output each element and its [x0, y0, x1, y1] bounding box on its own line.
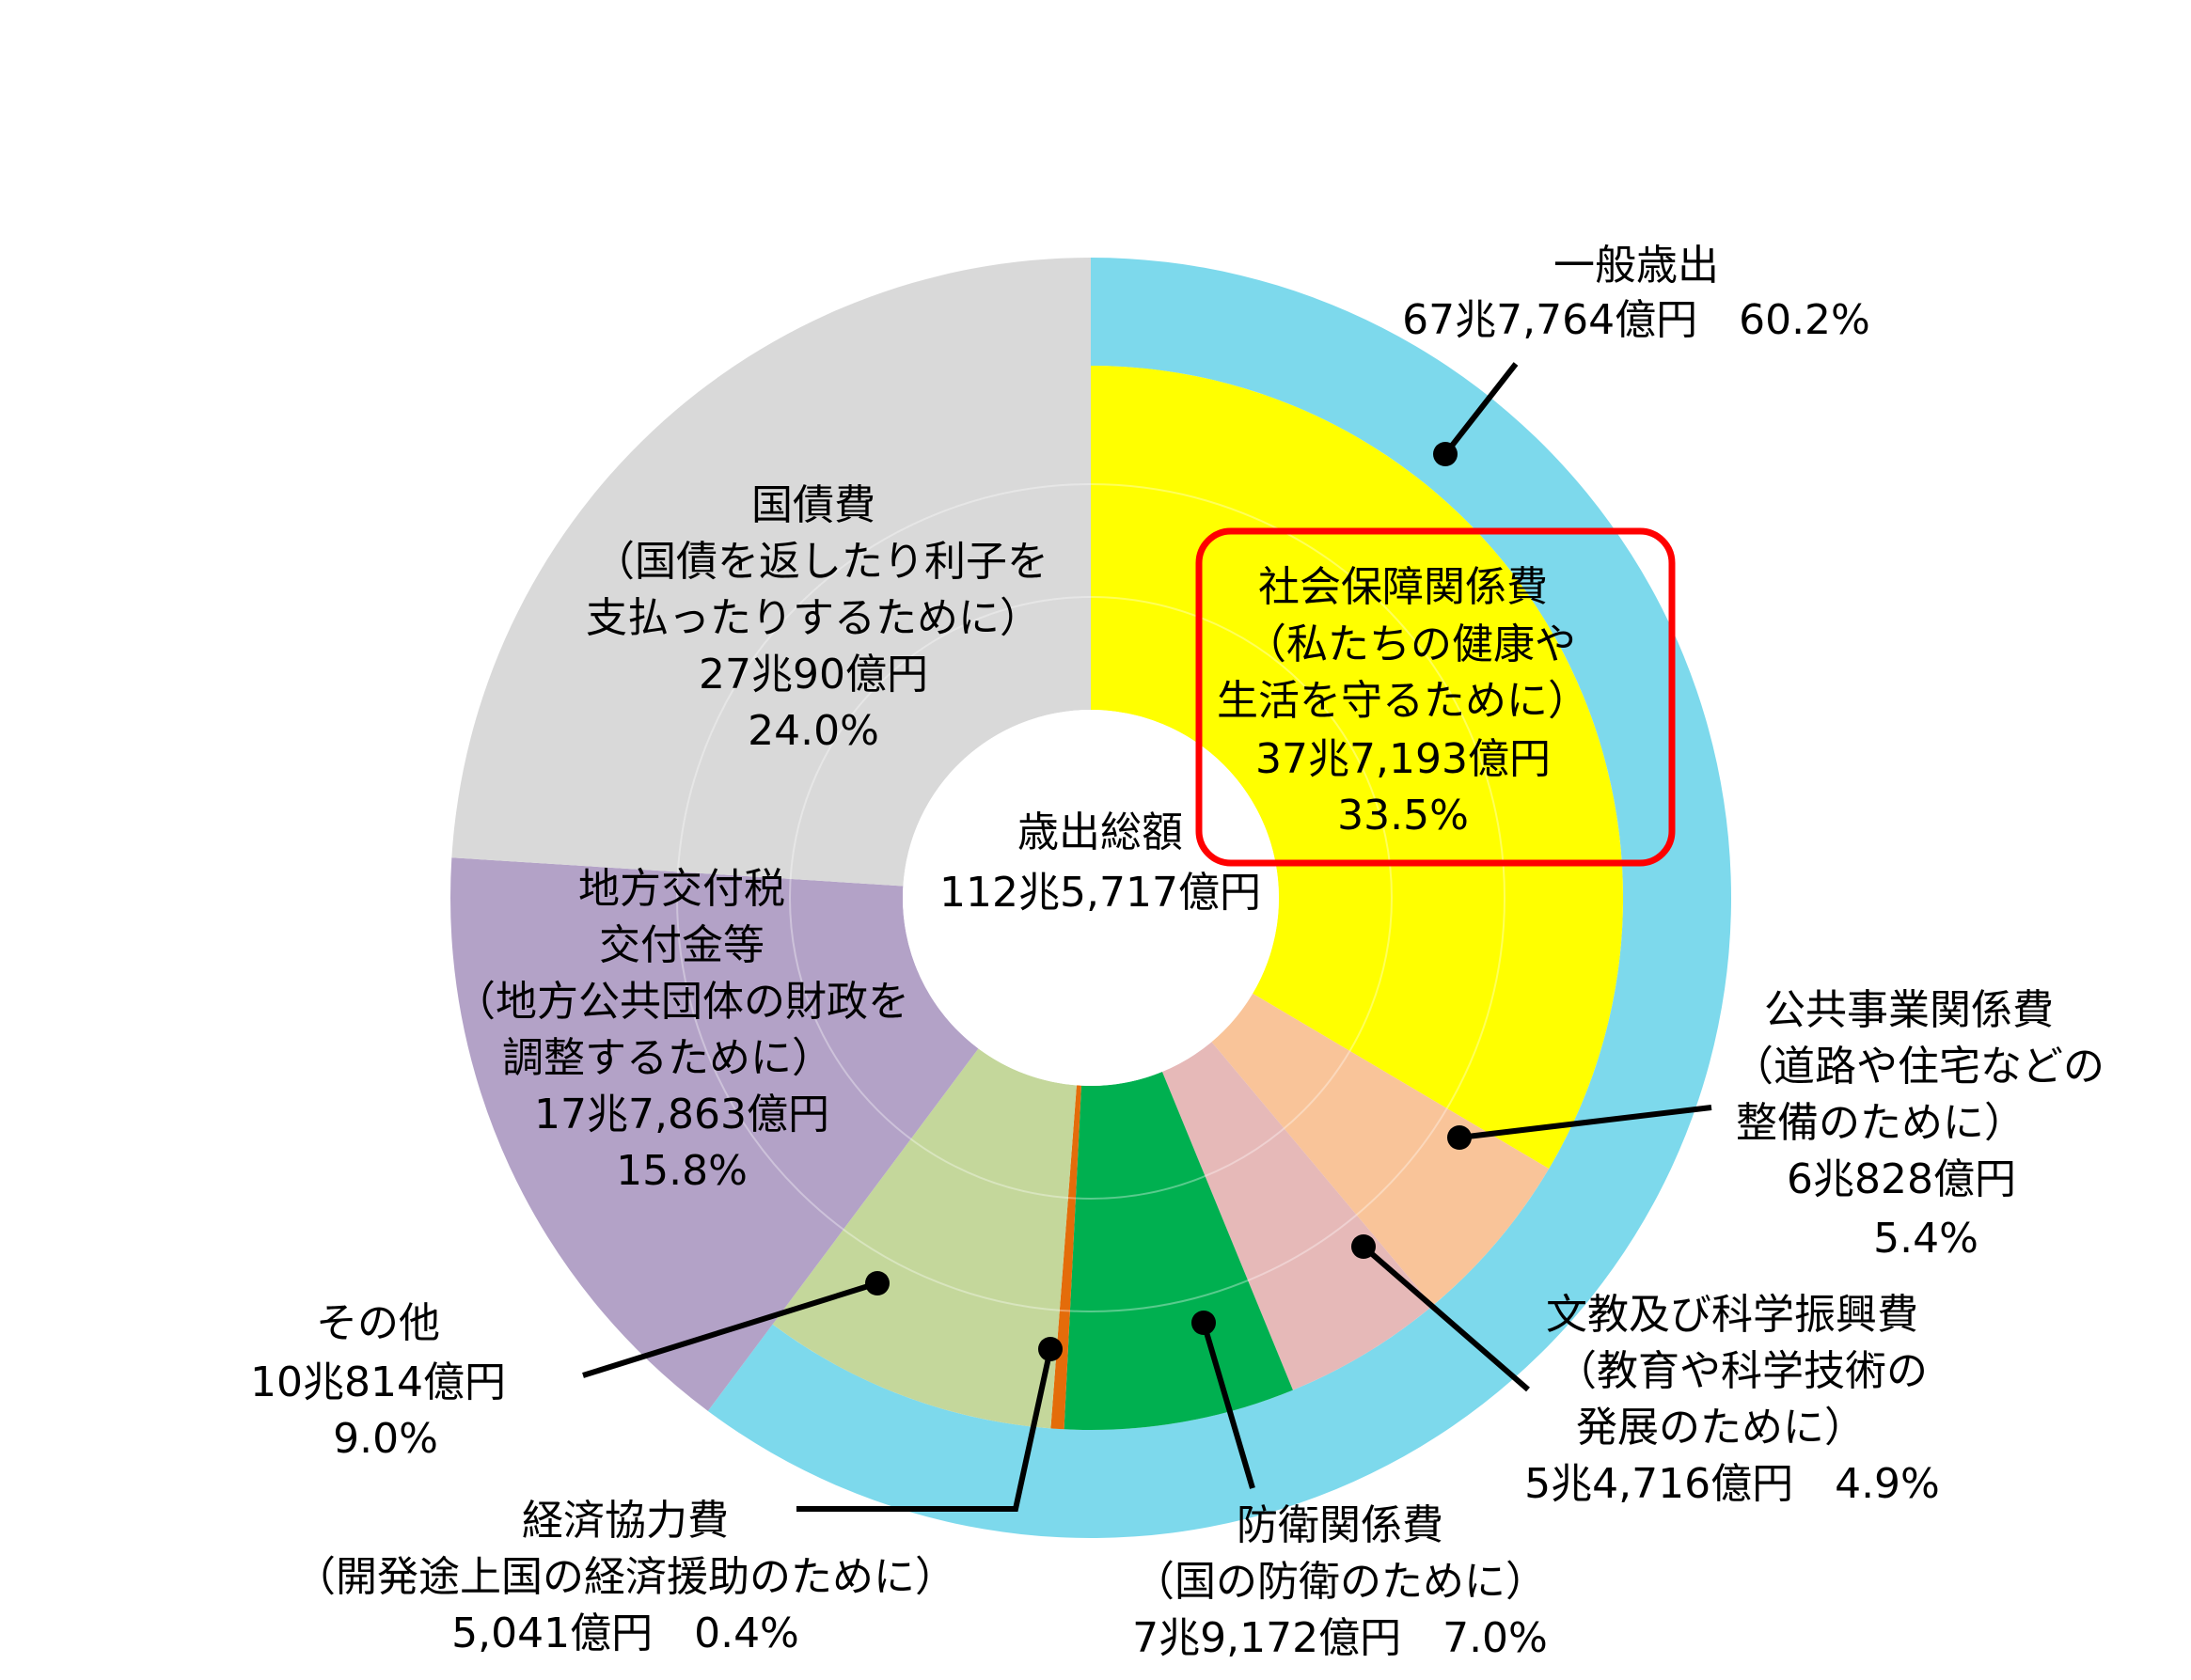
svg-text:（国債を返したり利子を: （国債を返したり利子を	[593, 538, 1048, 586]
label-other: その他 10兆814億円 9.0%	[250, 1299, 506, 1463]
center-title: 歳出総額	[1017, 809, 1183, 856]
slice-3	[1064, 1072, 1293, 1431]
leader-general	[1442, 362, 1519, 456]
slices	[450, 258, 1732, 1538]
svg-text:生活を守るために）: 生活を守るために）	[1217, 677, 1589, 725]
leader-education	[1362, 1244, 1530, 1392]
center-total: 112兆5,717億円	[939, 869, 1261, 917]
svg-text:文教及び科学振興費: 文教及び科学振興費	[1546, 1291, 1918, 1339]
label-defense: 防衛関係費 （国の防衛のために） 7兆9,172億円 7.0%	[1132, 1501, 1548, 1662]
slice-2	[1161, 1042, 1433, 1390]
svg-text:（私たちの健康や: （私たちの健康や	[1245, 620, 1576, 668]
svg-text:一般歳出: 一般歳出	[1553, 242, 1719, 290]
leader-other	[582, 1280, 878, 1378]
svg-text:整備のために）: 整備のために）	[1736, 1099, 2025, 1147]
guide-circle	[676, 483, 1505, 1312]
leader-dot	[1351, 1234, 1376, 1259]
svg-text:交付金等: 交付金等	[599, 921, 764, 969]
leader-econ-coop	[796, 1348, 1053, 1512]
svg-text:発展のために）: 発展のために）	[1576, 1404, 1866, 1452]
center-hole	[903, 710, 1279, 1086]
svg-text:17兆7,863億円: 17兆7,863億円	[534, 1091, 829, 1138]
leader-public-works	[1458, 1105, 1712, 1140]
leader-dot	[865, 1271, 890, 1295]
svg-text:支払ったりするために）: 支払ったりするために）	[586, 594, 1041, 642]
leader-defense	[1201, 1322, 1255, 1489]
slice-5	[772, 1048, 1077, 1429]
svg-text:（道路や住宅などの: （道路や住宅などの	[1732, 1043, 2104, 1091]
slice-1	[1211, 993, 1550, 1306]
labels: 一般歳出 67兆7,764億円 60.2% 社会保障関係費 （私たちの健康や 生…	[250, 242, 2104, 1662]
label-education-science: 文教及び科学振興費 （教育や科学技術の 発展のために） 5兆4,716億円 4.…	[1524, 1291, 1940, 1508]
svg-text:24.0%: 24.0%	[748, 707, 879, 755]
label-general-expenditure: 一般歳出 67兆7,764億円 60.2%	[1402, 242, 1870, 344]
svg-text:経済協力費: 経済協力費	[522, 1497, 729, 1545]
svg-text:国債費: 国債費	[751, 481, 875, 529]
svg-text:公共事業関係費: 公共事業関係費	[1764, 986, 2054, 1034]
svg-text:27兆90億円: 27兆90億円	[699, 651, 928, 699]
svg-text:（開発途上国の経済援助のために）: （開発途上国の経済援助のために）	[294, 1553, 956, 1601]
svg-text:地方交付税: 地方交付税	[578, 865, 785, 913]
leader-dot	[1433, 442, 1458, 466]
label-public-works: 公共事業関係費 （道路や住宅などの 整備のために） 6兆828億円 5.4%	[1732, 986, 2104, 1263]
slice-6	[450, 857, 979, 1411]
svg-text:5,041億円 0.4%: 5,041億円 0.4%	[451, 1609, 799, 1657]
leader-dot	[1191, 1311, 1216, 1335]
label-local-allocation-tax: 地方交付税 交付金等 （地方公共団体の財政を 調整するために） 17兆7,863…	[454, 865, 909, 1195]
svg-text:（教育や科学技術の: （教育や科学技術の	[1555, 1347, 1928, 1395]
svg-text:7兆9,172億円 7.0%: 7兆9,172億円 7.0%	[1132, 1614, 1548, 1662]
slice-0	[1091, 366, 1623, 1170]
svg-text:67兆7,764億円 60.2%: 67兆7,764億円 60.2%	[1402, 296, 1870, 344]
svg-text:その他: その他	[316, 1299, 440, 1347]
label-national-debt: 国債費 （国債を返したり利子を 支払ったりするために） 27兆90億円 24.0…	[586, 481, 1048, 755]
svg-text:（地方公共団体の財政を: （地方公共団体の財政を	[454, 978, 909, 1026]
leader-lines	[582, 362, 1712, 1512]
svg-text:10兆814億円: 10兆814億円	[250, 1358, 506, 1406]
svg-text:15.8%: 15.8%	[616, 1147, 748, 1195]
svg-text:5.4%: 5.4%	[1873, 1215, 1978, 1263]
svg-text:6兆828億円: 6兆828億円	[1787, 1155, 2016, 1203]
svg-text:社会保障関係費: 社会保障関係費	[1258, 563, 1548, 611]
svg-text:調整するために）: 調整するために）	[502, 1034, 833, 1082]
svg-text:33.5%: 33.5%	[1337, 792, 1469, 840]
leader-dot	[1447, 1125, 1472, 1150]
leader-dot	[1038, 1337, 1063, 1361]
label-economic-cooperation: 経済協力費 （開発途上国の経済援助のために） 5,041億円 0.4%	[294, 1497, 956, 1657]
svg-text:（国の防衛のために）: （国の防衛のために）	[1133, 1558, 1547, 1606]
label-social-security: 社会保障関係費 （私たちの健康や 生活を守るために） 37兆7,193億円 33…	[1217, 563, 1589, 840]
guide-circle	[789, 596, 1393, 1200]
svg-text:9.0%: 9.0%	[333, 1415, 438, 1463]
svg-text:防衛関係費: 防衛関係費	[1237, 1501, 1443, 1549]
svg-text:5兆4,716億円 4.9%: 5兆4,716億円 4.9%	[1524, 1460, 1940, 1508]
highlight-box	[1195, 527, 1676, 867]
svg-text:37兆7,193億円: 37兆7,193億円	[1255, 735, 1551, 783]
ring-general-expenditure	[707, 258, 1732, 1538]
slice-7	[451, 258, 1091, 887]
